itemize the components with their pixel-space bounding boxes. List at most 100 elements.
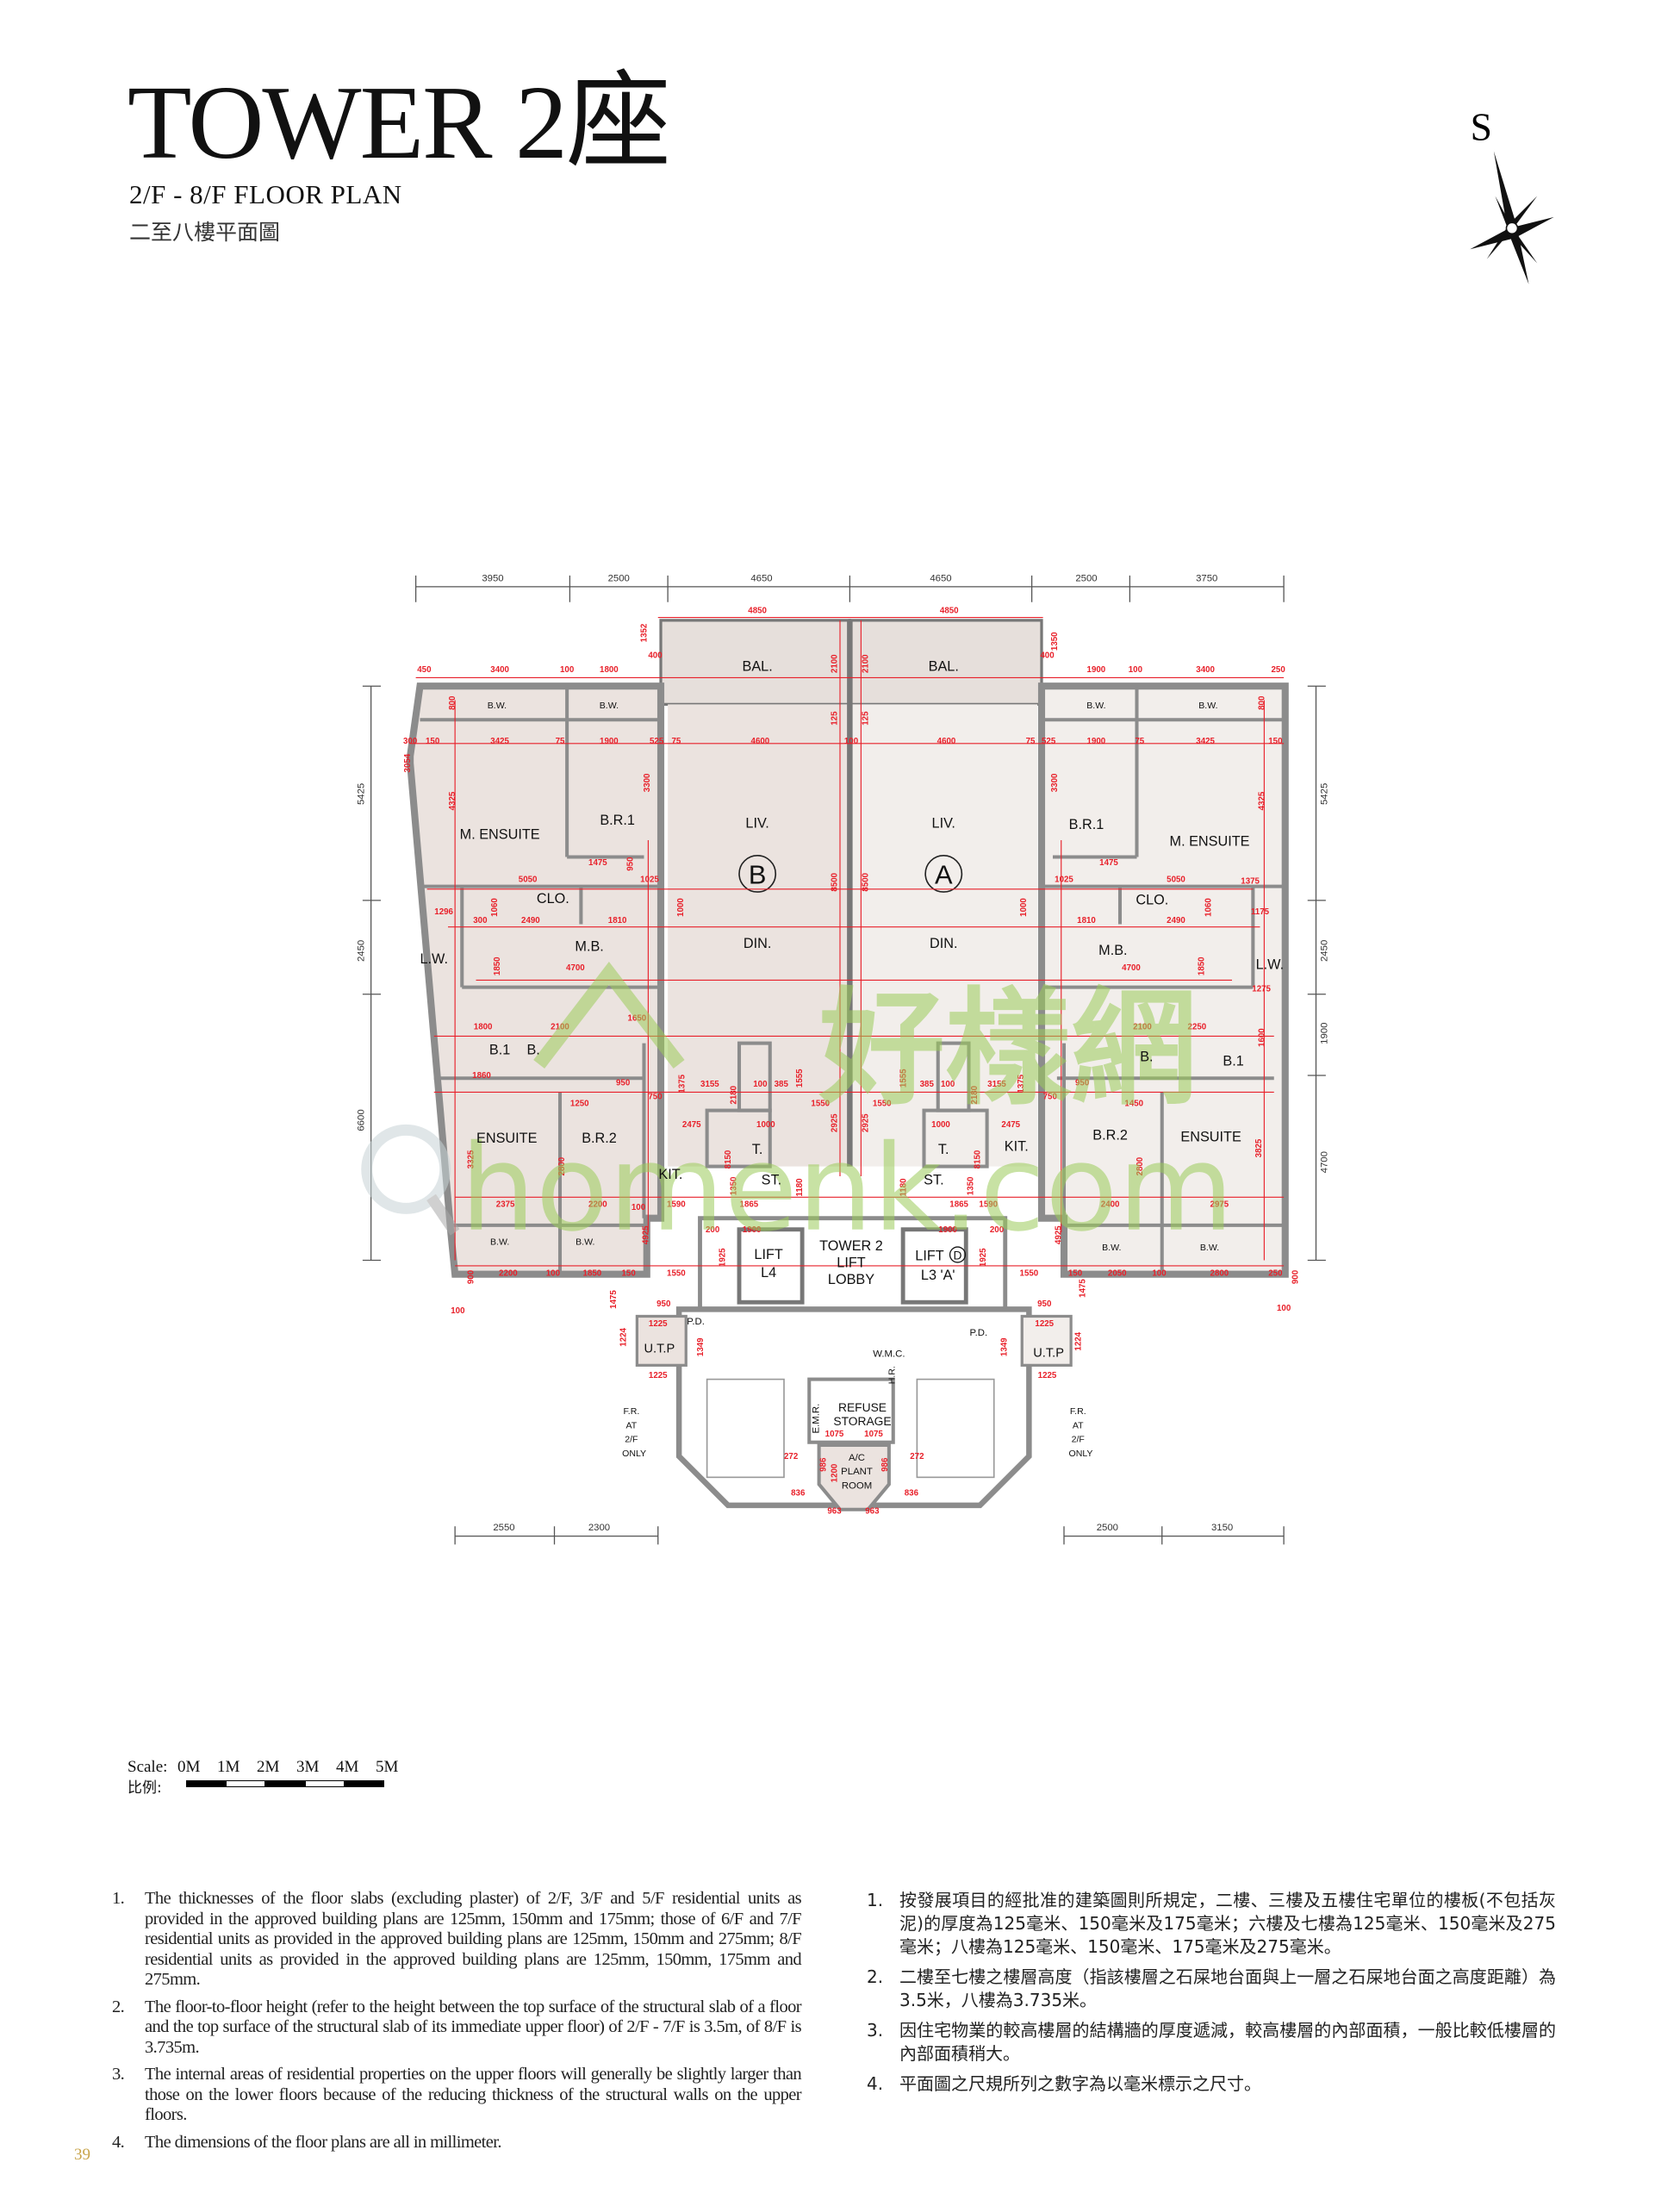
room-label: ENSUITE [476, 1131, 538, 1146]
room-label: REFUSE [838, 1400, 887, 1414]
dimension-label: 4600 [937, 737, 956, 746]
scale-tick: 1M [217, 1758, 240, 1776]
dimension-label: 4850 [940, 607, 959, 616]
note-item: 3.The internal areas of residential prop… [112, 2065, 802, 2124]
dimension-label: 2800 [1136, 1156, 1145, 1175]
dimension-label: 3425 [490, 737, 509, 746]
room-label: KIT. [1005, 1139, 1029, 1155]
svg-text:好樣網: 好樣網 [818, 975, 1198, 1122]
room-label: T. [938, 1142, 949, 1157]
dimension-label: 1810 [1077, 916, 1096, 925]
dimension-label: 100 [560, 665, 575, 675]
room-label: F.R. [624, 1406, 640, 1417]
dimension-label: 2800 [557, 1156, 567, 1175]
dimension-label: 250 [1268, 1268, 1283, 1278]
note-item: 4.The dimensions of the floor plans are … [112, 2132, 501, 2152]
dimension-label: 1275 [1252, 984, 1271, 994]
note-item: 1.按發展項目的經批准的建築圖則所規定，二樓、三樓及五樓住宅單位的樓板(不包括灰… [867, 1890, 1556, 1957]
room-label: B.W. [1200, 1243, 1219, 1253]
room-label: LOBBY [828, 1272, 874, 1287]
overall-dimension: 2500 [1097, 1523, 1118, 1533]
room-label: 2/F [625, 1435, 638, 1445]
dimension-label: 1900 [600, 737, 619, 746]
dimension-label: 1350 [966, 1176, 975, 1195]
dimension-label: 385 [920, 1080, 935, 1089]
overall-dimension: 3750 [1196, 573, 1217, 583]
dimension-label: 2100 [1133, 1022, 1152, 1031]
dimension-label: 963 [865, 1507, 880, 1517]
dimension-label: 1225 [1035, 1319, 1054, 1329]
dimension-label: 100 [753, 1080, 768, 1089]
compass-label: S [1471, 104, 1492, 148]
room-label: LIFT [754, 1247, 782, 1262]
dimension-label: 300 [403, 737, 418, 746]
dimension-label: 950 [1037, 1299, 1052, 1309]
room-label: T. [752, 1142, 763, 1157]
dimension-label: 1025 [640, 876, 659, 885]
room-label: B.W. [600, 701, 619, 711]
dimension-label: 1475 [1099, 858, 1118, 868]
room-label: B.1 [1223, 1054, 1243, 1069]
dimension-label: 150 [1268, 737, 1283, 746]
dimension-label: 1475 [1078, 1279, 1087, 1298]
dimension-label: 1860 [472, 1071, 491, 1081]
room-label: LIV. [932, 815, 955, 831]
room-label: M. ENSUITE [1170, 833, 1250, 849]
dimension-label: 2100 [831, 654, 840, 673]
dimension-label: 100 [546, 1268, 561, 1278]
dimension-label: 986 [819, 1457, 829, 1472]
dimension-label: 100 [844, 737, 859, 746]
dimension-label: 3054 [403, 753, 413, 772]
floor-plan-subtitle-zh: 二至八樓平面圖 [129, 220, 281, 245]
dimension-label: 1865 [740, 1200, 759, 1210]
dimension-label: 2375 [496, 1200, 515, 1210]
dimension-label: 750 [648, 1093, 663, 1102]
dimension-label: 1250 [570, 1100, 589, 1109]
dimension-label: 75 [556, 737, 565, 746]
dimension-label: 1900 [938, 1225, 957, 1235]
dimension-label: 2100 [861, 654, 870, 673]
unit-a-marker: A [935, 859, 953, 889]
dimension-label: 5050 [1167, 876, 1185, 885]
dimension-label: 1075 [825, 1430, 844, 1439]
scale-tick: 4M [336, 1758, 359, 1776]
room-label: M.B. [1098, 943, 1127, 958]
room-label: B. [1140, 1050, 1153, 1065]
dimension-label: 1590 [979, 1200, 998, 1210]
dimension-label: 4600 [751, 737, 770, 746]
dimension-label: 1000 [931, 1120, 950, 1130]
dimension-label: 1349 [696, 1337, 706, 1356]
notes-english: 1.The thicknesses of the floor slabs (ex… [112, 1889, 802, 2159]
dimension-label: 1810 [608, 916, 627, 925]
scale-tick: 3M [296, 1758, 320, 1776]
room-label: TOWER 2 [819, 1238, 883, 1254]
dimension-label: 8150 [724, 1150, 733, 1168]
dimension-label: 1060 [1204, 898, 1214, 917]
dimension-label: 1060 [490, 898, 500, 917]
dimension-label: 2200 [588, 1200, 607, 1210]
dimension-label: 3825 [1254, 1138, 1264, 1157]
living-dining-b [668, 704, 850, 1167]
scale-tick: 5M [376, 1758, 399, 1776]
dimension-label: 1225 [1038, 1371, 1057, 1380]
dimension-label: 2800 [1210, 1268, 1229, 1278]
room-label: ENSUITE [1180, 1129, 1241, 1144]
notes-chinese: 1.按發展項目的經批准的建築圖則所規定，二樓、三樓及五樓住宅單位的樓板(不包括灰… [867, 1889, 1556, 2103]
dimension-label: 125 [861, 711, 870, 726]
overall-dimension: 2550 [493, 1523, 514, 1533]
overall-dimension: 2300 [588, 1523, 610, 1533]
dimension-label: 963 [827, 1507, 842, 1517]
dimension-label: 75 [671, 737, 681, 746]
room-label: B.R.2 [582, 1131, 617, 1146]
room-label: L3 'A' [921, 1268, 955, 1283]
room-label: B.R.2 [1092, 1128, 1128, 1144]
room-label: AT [1073, 1420, 1084, 1430]
dimension-label: 950 [656, 1299, 671, 1309]
dimension-label: 1850 [583, 1268, 602, 1278]
overall-dimension: 2500 [1075, 573, 1097, 583]
room-label: E.M.R. [812, 1404, 822, 1434]
dimension-lines [410, 617, 1285, 1267]
dimension-label: 950 [1075, 1078, 1090, 1087]
dimension-label: 3400 [1196, 665, 1215, 675]
